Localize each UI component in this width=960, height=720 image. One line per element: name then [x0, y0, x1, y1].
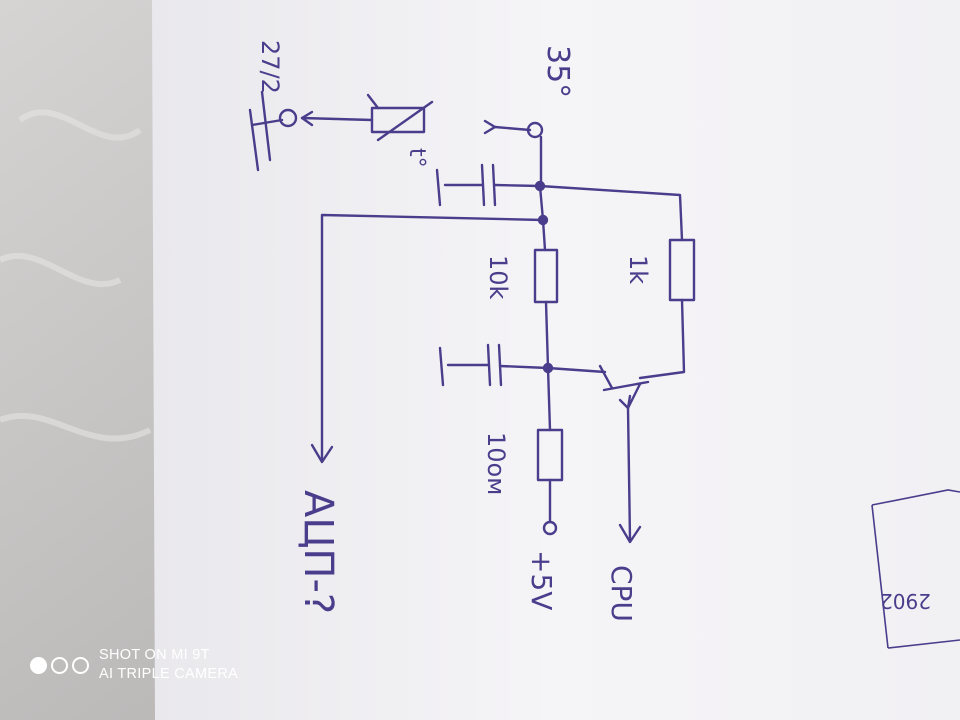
watermark-line-2: AI TRIPLE CAMERA	[99, 666, 239, 682]
corner-note	[871, 489, 960, 649]
camera-watermark: SHOT ON MI 9T AI TRIPLE CAMERA	[30, 646, 238, 684]
thermistor-lead-right	[493, 125, 532, 132]
terminal-5v	[542, 520, 558, 536]
ground-stem	[250, 118, 284, 127]
watermark-line-1: SHOT ON MI 9T	[99, 647, 210, 663]
arrow-cpu	[618, 523, 642, 544]
wire-junction-1-2	[538, 184, 545, 222]
arrow-right	[483, 119, 497, 135]
corner-note-text: 2902	[880, 589, 931, 613]
cap2-wire	[498, 364, 550, 370]
label-10om: 10ом	[482, 432, 510, 495]
wire-to-cpu	[626, 406, 632, 542]
label-cpu: CPU	[605, 565, 638, 622]
ground-bar-top	[260, 90, 272, 162]
arrow-adc	[310, 443, 334, 464]
label-10k: 10k	[484, 255, 512, 300]
terminal-ground	[278, 108, 298, 128]
schematic	[248, 90, 696, 544]
schematic-labels: 35° 27/2 t° 1k 10k 10ом CPU +5V АЦП-?	[256, 40, 652, 622]
transistor-emitter	[626, 382, 642, 410]
wire-to-10om	[546, 366, 552, 432]
watermark-dot-hollow-2	[72, 656, 89, 674]
arrow-left	[300, 110, 314, 127]
wire-base	[546, 366, 607, 374]
thermistor-tail	[366, 93, 380, 110]
label-27: 27/2	[256, 40, 284, 94]
cap2-plate-b	[497, 343, 503, 387]
label-thermistor: t°	[404, 148, 429, 168]
wire-to-10k	[541, 218, 547, 252]
watermark-dot-hollow-1	[51, 656, 68, 674]
cap2-ground-bar	[438, 346, 445, 387]
wire-to-adc	[320, 213, 545, 462]
wire-node-to-1k	[538, 184, 684, 242]
thermistor-body	[370, 106, 426, 134]
wire-from-10k	[544, 300, 550, 370]
cap1-ground-bar	[435, 168, 442, 207]
watermark-text: SHOT ON MI 9T AI TRIPLE CAMERA	[99, 646, 238, 684]
ground-bar-bottom	[248, 108, 260, 172]
marble-veins	[0, 109, 152, 442]
label-adc: АЦП-?	[295, 490, 341, 614]
label-35: 35°	[540, 45, 575, 98]
watermark-dot-filled	[30, 656, 47, 674]
thermistor-slash	[376, 100, 434, 142]
cap1-wire	[493, 183, 542, 188]
cap1-plate-b	[491, 163, 497, 207]
label-1k: 1k	[624, 255, 652, 284]
watermark-dots	[30, 656, 89, 674]
thermistor-lead-left	[300, 116, 374, 122]
paper-sheet	[152, 0, 960, 720]
transistor-collector	[598, 364, 614, 390]
wire-1k-down	[638, 298, 686, 380]
label-5v: +5V	[525, 550, 558, 610]
